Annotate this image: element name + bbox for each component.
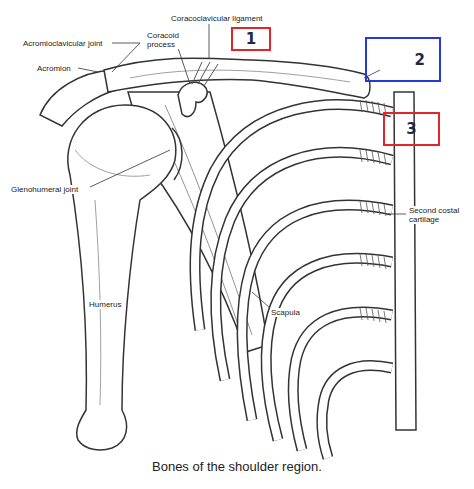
part-label: Acromioclavicular joint [22, 39, 104, 48]
leader-lines [78, 24, 406, 308]
humerus-bone [68, 105, 176, 450]
part-label: Second costal cartilage [408, 206, 468, 224]
part-label: Coracoclavicular ligament [170, 14, 264, 23]
callout-box: 3 [383, 112, 440, 146]
acromion-bone [40, 70, 116, 126]
figure-caption: Bones of the shoulder region. [152, 459, 322, 474]
rib-outline [195, 105, 392, 458]
sternum-bone [394, 92, 416, 430]
coracoid-bone [178, 82, 207, 116]
part-label: Acromion [36, 64, 72, 73]
part-label: Coracoid process [146, 31, 186, 49]
callout-box: 2 [365, 37, 441, 82]
callout-box: 1 [231, 27, 271, 51]
clavicle-bone [104, 58, 370, 98]
part-label: Humerus [88, 300, 122, 309]
callout-number: 2 [415, 52, 425, 68]
part-label: Glenohumeral joint [10, 185, 79, 194]
callout-number: 3 [406, 121, 416, 137]
callout-number: 1 [246, 31, 256, 47]
part-label: Scapula [270, 308, 301, 317]
rib-fill [195, 105, 392, 458]
